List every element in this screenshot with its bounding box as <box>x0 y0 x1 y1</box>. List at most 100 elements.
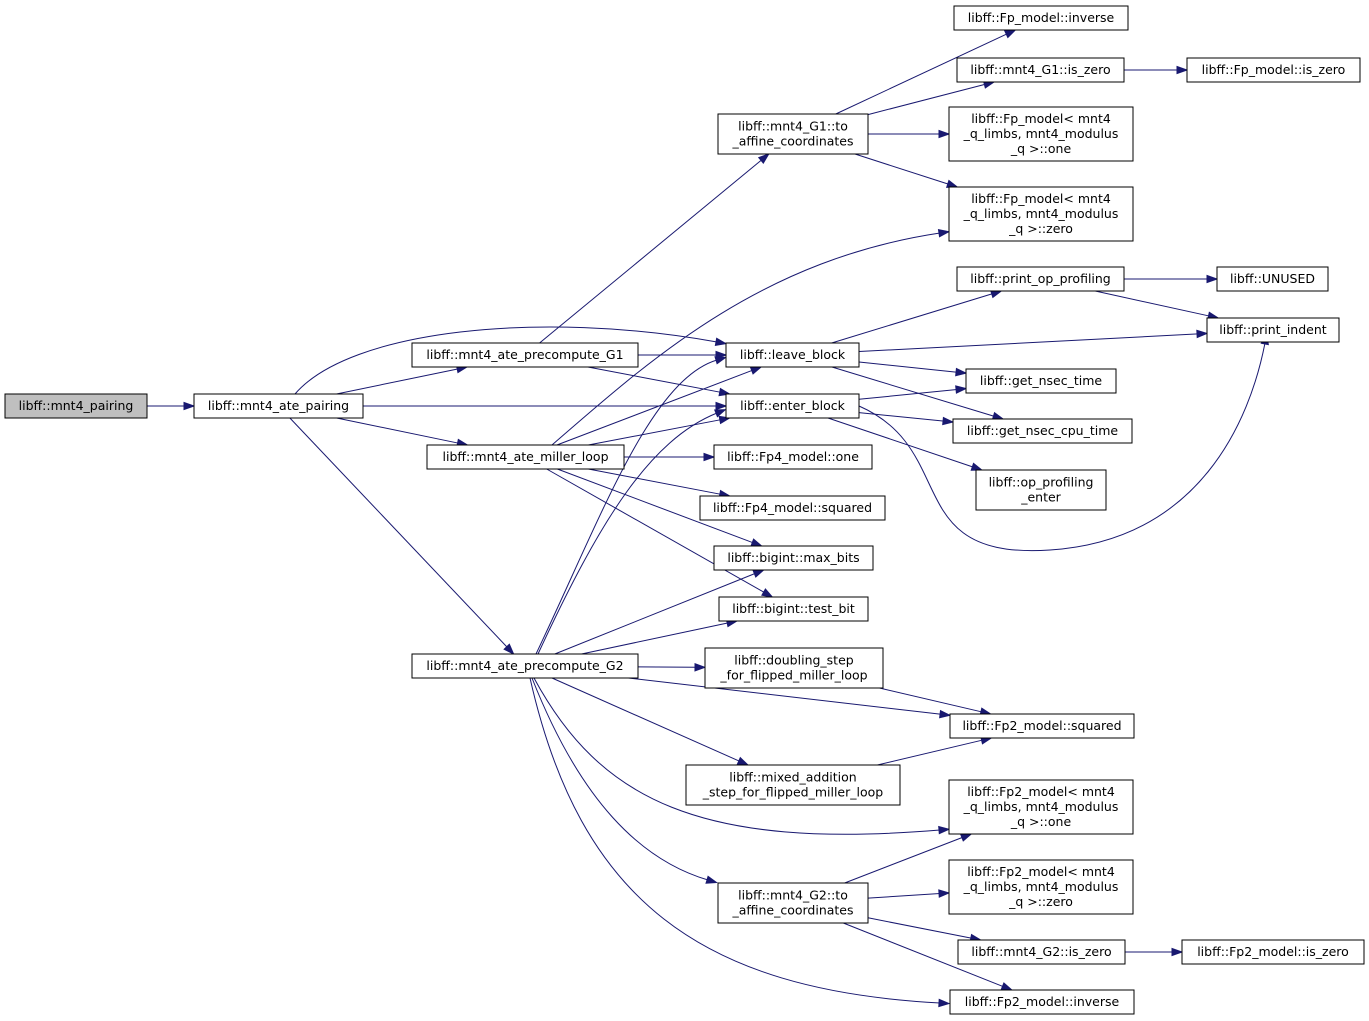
node-mixed-addition[interactable]: libff::mixed_addition_step_for_flipped_m… <box>685 764 901 806</box>
node-ate-pairing[interactable]: libff::mnt4_ate_pairing <box>193 393 364 419</box>
node-label: libff::mnt4_ate_precompute_G1 <box>426 347 623 362</box>
node-fp-inverse[interactable]: libff::Fp_model::inverse <box>953 5 1129 31</box>
node-label: _q >::one <box>1010 814 1072 829</box>
edge-precompute_G2-to-g2_to_affine <box>531 677 719 884</box>
node-test-bit[interactable]: libff::bigint::test_bit <box>718 596 869 622</box>
node-label: _for_flipped_miller_loop <box>719 668 867 683</box>
edge-miller_loop-to-fp4_one <box>624 452 716 462</box>
node-label: libff::print_indent <box>1219 322 1326 337</box>
node-label: libff::bigint::test_bit <box>732 601 855 616</box>
node-enter-block[interactable]: libff::enter_block <box>725 393 860 419</box>
node-label: libff::mnt4_pairing <box>19 398 134 413</box>
edge-doubling_step-to-fp2_squared <box>879 687 993 716</box>
node-label: libff::mnt4_G1::is_zero <box>970 62 1110 77</box>
edge-g2_to_affine-to-fp2_inverse <box>843 922 1014 991</box>
edge-precompute_G1-to-enter_block <box>587 366 732 397</box>
node-label: libff::mixed_addition <box>729 770 856 785</box>
edge-precompute_G2-to-leave_block <box>535 356 728 655</box>
edge-precompute_G1-to-g1_to_affine <box>539 153 770 344</box>
edge-precompute_G2-to-fp2_inverse <box>529 677 951 1008</box>
node-g1-to-affine[interactable]: libff::mnt4_G1::to_affine_coordinates <box>717 113 869 155</box>
node-label: _q >::one <box>1010 141 1072 156</box>
node-g2-is-zero[interactable]: libff::mnt4_G2::is_zero <box>957 939 1126 965</box>
edge-g2_is_zero-to-fp2_is_zero <box>1125 947 1184 957</box>
node-label: libff::mnt4_G1::to <box>738 119 848 134</box>
node-label: libff::get_nsec_cpu_time <box>967 423 1118 438</box>
node-leave-block[interactable]: libff::leave_block <box>725 342 860 368</box>
edge-ate_pairing-to-precompute_G1 <box>336 364 469 395</box>
node-fp2-one[interactable]: libff::Fp2_model< mnt4_q_limbs, mnt4_mod… <box>948 779 1134 835</box>
edge-ate_pairing-to-leave_block <box>294 326 728 395</box>
edge-precompute_G2-to-fp2_squared <box>628 677 952 719</box>
node-label: libff::Fp2_model::squared <box>962 718 1121 733</box>
node-miller-loop[interactable]: libff::mnt4_ate_miller_loop <box>426 444 625 470</box>
edge-ate_pairing-to-precompute_G2 <box>289 417 515 656</box>
node-fp2-squared[interactable]: libff::Fp2_model::squared <box>949 713 1135 739</box>
node-print-op-profiling[interactable]: libff::print_op_profiling <box>956 266 1125 292</box>
node-label: _q_limbs, mnt4_modulus <box>963 206 1119 221</box>
node-op-profiling-enter[interactable]: libff::op_profiling_enter <box>975 469 1107 511</box>
node-label: libff::mnt4_G2::to <box>738 888 848 903</box>
edge-leave_block-to-get_nsec_time <box>858 361 968 377</box>
node-label: libff::Fp4_model::squared <box>713 500 872 515</box>
node-g2-to-affine[interactable]: libff::mnt4_G2::to_affine_coordinates <box>717 882 869 924</box>
node-fp2-zero[interactable]: libff::Fp2_model< mnt4_q_limbs, mnt4_mod… <box>948 859 1134 915</box>
node-label: libff::mnt4_ate_pairing <box>208 398 349 413</box>
node-unused[interactable]: libff::UNUSED <box>1216 266 1329 292</box>
edge-miller_loop-to-fp4_squared <box>588 468 732 499</box>
node-label: libff::enter_block <box>740 398 845 413</box>
node-label: libff::Fp2_model< mnt4 <box>967 784 1115 799</box>
node-label: _q_limbs, mnt4_modulus <box>963 799 1119 814</box>
node-label: _q_limbs, mnt4_modulus <box>963 126 1119 141</box>
node-label: libff::Fp_model::is_zero <box>1202 62 1346 77</box>
node-fp4-one[interactable]: libff::Fp4_model::one <box>713 444 873 470</box>
edge-precompute_G1-to-leave_block <box>638 350 728 360</box>
edge-mixed_addition-to-fp2_squared <box>877 736 993 766</box>
node-fp2-inverse[interactable]: libff::Fp2_model::inverse <box>949 989 1135 1015</box>
node-fp-one[interactable]: libff::Fp_model< mnt4_q_limbs, mnt4_modu… <box>948 106 1134 162</box>
edge-print_op_profiling-to-unused <box>1124 274 1219 284</box>
edge-miller_loop-to-leave_block <box>556 366 763 446</box>
node-get-nsec-time[interactable]: libff::get_nsec_time <box>965 368 1117 394</box>
edge-ate_pairing-to-miller_loop <box>336 417 469 448</box>
edge-precompute_G2-to-enter_block <box>537 409 727 655</box>
node-label: _q >::zero <box>1008 894 1073 909</box>
edge-precompute_G2-to-fp2_one <box>533 677 951 835</box>
edge-g2_to_affine-to-g2_is_zero <box>867 917 983 943</box>
node-label: libff::get_nsec_time <box>980 373 1102 388</box>
edge-enter_block-to-get_nsec_time <box>858 385 968 400</box>
edge-ate_pairing-to-enter_block <box>363 401 728 411</box>
node-label: _enter <box>1020 490 1061 505</box>
node-label: libff::doubling_step <box>734 653 854 668</box>
edge-g2_to_affine-to-fp2_zero <box>867 889 951 899</box>
edge-miller_loop-to-enter_block <box>588 415 732 446</box>
function-nodes: libff::mnt4_pairing libff::mnt4_ate_pairi… <box>4 5 1365 1015</box>
node-precompute-G1[interactable]: libff::mnt4_ate_precompute_G1 <box>411 342 639 368</box>
node-doubling-step[interactable]: libff::doubling_step_for_flipped_miller_… <box>704 647 884 689</box>
node-label: libff::Fp4_model::one <box>727 449 859 464</box>
node-label: _step_for_flipped_miller_loop <box>702 785 884 800</box>
node-label: libff::mnt4_G2::is_zero <box>971 944 1111 959</box>
node-fp-is-zero[interactable]: libff::Fp_model::is_zero <box>1186 57 1361 83</box>
node-label: libff::leave_block <box>740 347 846 362</box>
node-fp4-squared[interactable]: libff::Fp4_model::squared <box>699 495 886 521</box>
node-fp-zero[interactable]: libff::Fp_model< mnt4_q_limbs, mnt4_modu… <box>948 186 1134 242</box>
node-precompute-G2[interactable]: libff::mnt4_ate_precompute_G2 <box>411 653 639 679</box>
node-label: _q >::zero <box>1008 221 1073 236</box>
node-label: _q_limbs, mnt4_modulus <box>963 879 1119 894</box>
node-fp2-is-zero[interactable]: libff::Fp2_model::is_zero <box>1181 939 1365 965</box>
node-label: libff::UNUSED <box>1230 271 1315 286</box>
node-label: libff::bigint::max_bits <box>727 550 859 565</box>
node-label: libff::op_profiling <box>989 475 1094 490</box>
node-max-bits[interactable]: libff::bigint::max_bits <box>713 545 874 571</box>
node-label: libff::Fp_model< mnt4 <box>971 111 1111 126</box>
node-label: libff::Fp_model::inverse <box>968 10 1115 25</box>
node-get-nsec-cpu-time[interactable]: libff::get_nsec_cpu_time <box>952 418 1133 444</box>
edge-leave_block-to-print_indent <box>858 329 1209 353</box>
edge-leave_block-to-print_op_profiling <box>831 289 1003 344</box>
node-label: libff::print_op_profiling <box>970 271 1111 286</box>
node-label: _affine_coordinates <box>731 134 853 149</box>
node-g1-is-zero[interactable]: libff::mnt4_G1::is_zero <box>956 57 1125 83</box>
node-print-indent[interactable]: libff::print_indent <box>1206 317 1340 343</box>
edge-g1_to_affine-to-fp_one <box>868 129 951 139</box>
